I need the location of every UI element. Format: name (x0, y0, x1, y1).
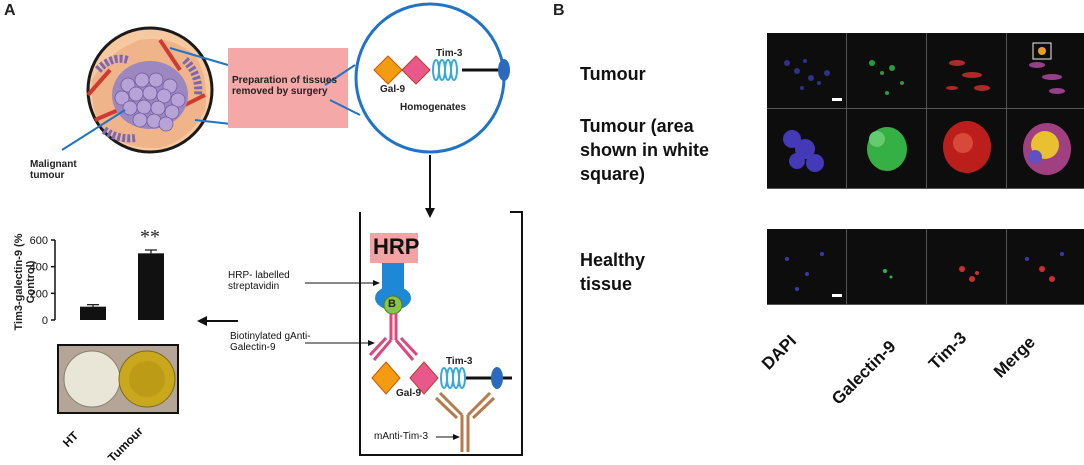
micro-zoom-merge (1007, 109, 1084, 189)
micro-tumour-dapi (767, 33, 847, 109)
panel-a-schematic (57, 2, 523, 456)
malignant-tumour-label: Malignant tumour (30, 159, 77, 181)
y-tick-label: 200 (30, 288, 48, 300)
panel-b-letter: B (553, 2, 565, 19)
biotin-letter: B (388, 298, 396, 310)
row-label-tumour: Tumour (580, 64, 646, 84)
micro-tumour-tim3 (927, 33, 1007, 109)
micro-healthy-merge (1007, 229, 1084, 305)
micro-zoom-tim3 (927, 109, 1007, 189)
well-ht (63, 350, 121, 408)
micro-tumour-galectin9 (847, 33, 927, 109)
tim3-label-bottom: Tim-3 (446, 356, 473, 367)
micro-tumour-merge (1007, 33, 1084, 109)
row-label-healthy: Healthy tissue (580, 250, 646, 294)
biotin (383, 295, 403, 315)
gal9-tim3-molecule-top (373, 55, 510, 85)
significance-marker: ** (140, 226, 160, 248)
panel-a-letter: A (4, 2, 16, 19)
manti-tim3-label: mAnti-Tim-3 (374, 431, 429, 442)
gal9-label-bottom: Gal-9 (396, 388, 422, 399)
gal9-tim3-molecule-bottom (371, 361, 512, 395)
ganti-galectin9-antibody (368, 313, 419, 361)
bar-chart: 0 200 400 600 (30, 235, 164, 327)
hrp-block (370, 233, 418, 263)
bar-tumour (138, 253, 164, 320)
micro-zoom-dapi (767, 109, 847, 189)
micro-healthy-dapi (767, 229, 847, 305)
bar-ht (80, 306, 106, 320)
row-label-tumour-area: Tumour (area shown in white square) (580, 116, 709, 184)
hrp-streptavidin-label: HRP- labelled streptavidin (228, 270, 290, 292)
preparation-box (228, 48, 348, 128)
micro-healthy-tim3 (927, 229, 1007, 305)
gal9-label-top: Gal-9 (380, 84, 406, 95)
tim3-label-top: Tim-3 (436, 48, 463, 59)
y-tick-label: 400 (30, 262, 48, 274)
tissue-illustration (86, 26, 214, 154)
col-label-merge: Merge (990, 332, 1039, 382)
assay-box (359, 211, 523, 456)
hrp-label: HRP (373, 234, 420, 259)
col-label-galectin9: Galectin-9 (828, 336, 900, 409)
biotinylated-label: Biotinylated gAnti-Galectin-9 (230, 331, 311, 353)
y-tick-label: 600 (30, 235, 48, 247)
malignant-pointer (61, 109, 126, 151)
col-label-tim3: Tim-3 (925, 328, 971, 374)
scale-bar-bottom (832, 294, 842, 297)
micro-zoom-galectin9 (847, 109, 927, 189)
col-label-dapi: DAPI (758, 331, 801, 374)
preparation-text: Preparation of tissues removed by surger… (232, 75, 338, 97)
homogenates-label: Homogenates (400, 102, 467, 113)
micro-healthy-galectin9 (847, 229, 927, 305)
homogenate-circle (354, 2, 506, 154)
manti-tim3-antibody (434, 391, 496, 452)
y-tick-label: 0 (42, 315, 48, 327)
y-axis-label: Tim3-galectin-9 (% Control) (13, 233, 37, 331)
scale-bar-top (832, 98, 842, 101)
